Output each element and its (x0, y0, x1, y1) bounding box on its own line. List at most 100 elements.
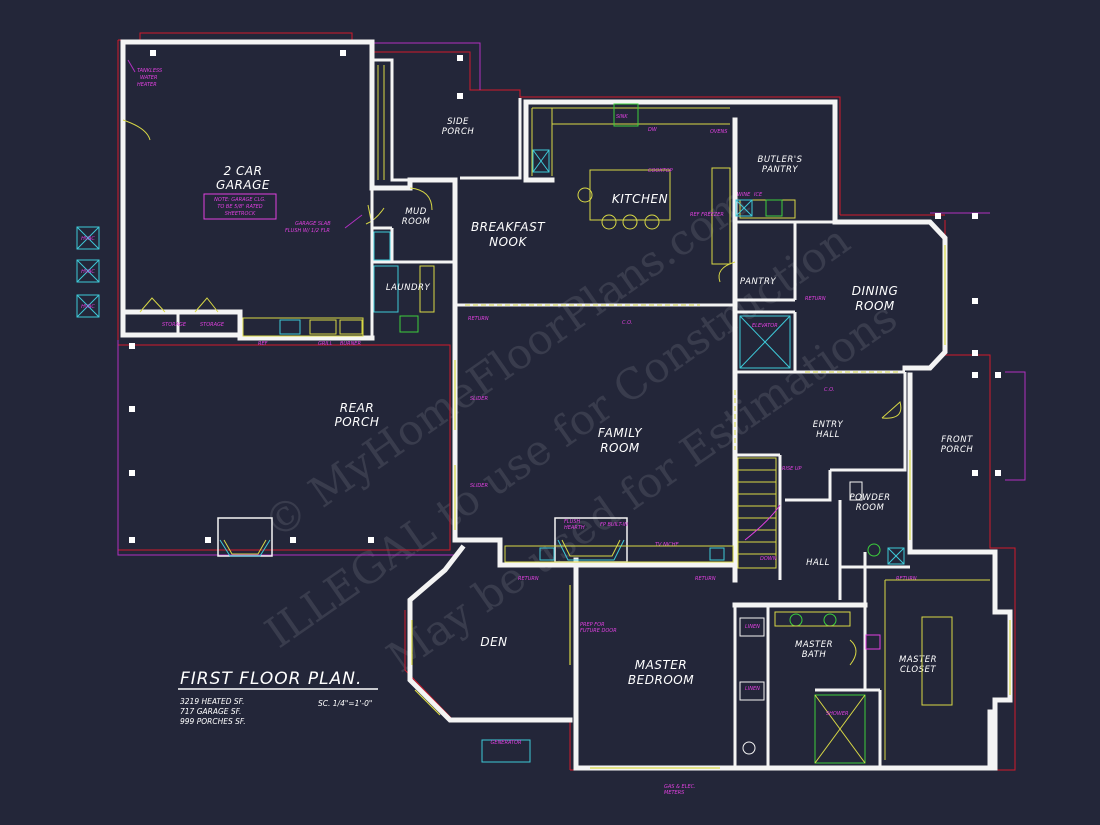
plan-scale: SC. 1/4"=1'-0" (318, 699, 372, 708)
return-note-3: RETURN (695, 576, 716, 582)
grill-label: GRILL (318, 341, 333, 347)
fp-note: FP BUILT-IN (600, 522, 628, 528)
return-note-4: RETURN (805, 296, 826, 302)
ref-label: REF (258, 341, 268, 347)
flush-hearth-note-2: HEARTH (564, 525, 585, 531)
garage (120, 39, 385, 341)
staircase (737, 457, 781, 569)
slider-note-2: SLIDER (470, 483, 488, 489)
return-grille-2 (709, 547, 725, 561)
cooktop-label: COOKTOP (648, 168, 673, 174)
powder-room-label-1: POWDER (849, 493, 890, 503)
garage-note-line-1: NOTE: GARAGE CLG. (214, 197, 266, 203)
ice-label: ICE (754, 192, 763, 198)
return-note-2: RETURN (518, 576, 539, 582)
burner-label: BURNER (340, 341, 361, 347)
kitchen-counters (531, 103, 796, 265)
water-heater-note-2: WATER (140, 75, 157, 81)
garage-sf: 717 GARAGE SF. (180, 707, 241, 716)
mud-room-label-1: MUD (405, 207, 427, 217)
hvac-label-3: HVAC (81, 304, 95, 310)
front-porch (935, 213, 1001, 476)
storage-label-1: STORAGE (162, 322, 187, 328)
linen-label-1: LINEN (745, 624, 760, 630)
den-label: DEN (480, 635, 507, 649)
hall-label: HALL (806, 558, 830, 568)
side-porch-label-1: SIDE (447, 117, 469, 127)
dw-label: DW (648, 127, 658, 133)
elevator (739, 315, 791, 369)
shower-stall (814, 694, 866, 764)
gas-meter-note-2: METERS (664, 790, 685, 796)
powder-hvac (887, 547, 905, 565)
return-grille (539, 547, 555, 561)
garage-note-line-2: TO BE 5/8" RATED (217, 204, 262, 210)
breakfast-label-2: NOOK (489, 235, 527, 249)
breakfast-label-1: BREAKFAST (471, 220, 546, 234)
gas-meter-note-1: GAS & ELEC. (664, 784, 696, 790)
rear-porch-label-1: REAR (340, 401, 374, 415)
master-bath-label-2: BATH (802, 650, 827, 660)
garage-note-box (203, 193, 277, 220)
front-porch-label-2: PORCH (941, 445, 974, 455)
master-closet-label-2: CLOSET (900, 665, 936, 675)
dining-label-2: ROOM (855, 299, 895, 313)
pantry-label: PANTRY (740, 277, 776, 287)
hvac-label-1: HVAC (81, 236, 95, 242)
prep-door-note-1: PREP FOR (580, 622, 605, 628)
butlers-pantry-label-2: PANTRY (762, 165, 798, 175)
rear-porch-label-2: PORCH (335, 415, 380, 429)
return-note-1: RETURN (468, 316, 489, 322)
side-porch (372, 55, 522, 182)
co-note-1: C.O. (622, 320, 632, 326)
plan-title: FIRST FLOOR PLAN. (180, 669, 362, 689)
down-note: DOWN (760, 556, 777, 562)
dining-label-1: DINING (852, 284, 899, 298)
side-porch-label-2: PORCH (442, 127, 475, 137)
water-heater-note-1: TANKLESS (137, 68, 163, 74)
flush-hearth-note-1: FLUSH (564, 519, 580, 525)
garage-label-line-1: 2 CAR (224, 164, 263, 178)
co-note-2: C.O. (824, 387, 834, 393)
porches-sf: 999 PORCHES SF. (180, 717, 246, 726)
tv-niche-note: TV NICHE (655, 542, 680, 548)
wine-label: WINE (737, 192, 751, 198)
closet-island (921, 616, 953, 706)
kitchen-label: KITCHEN (612, 192, 668, 206)
master-bedroom-label-2: BEDROOM (628, 673, 694, 687)
return-note-5: RETURN (896, 576, 917, 582)
master-closet-label-1: MASTER (899, 655, 937, 665)
butlers-pantry-label-1: BUTLER'S (758, 155, 803, 165)
outdoor-kitchen (237, 317, 375, 341)
shower-label: SHOWER (826, 711, 848, 717)
garage-slab-note-2: FLUSH W/ 1/2 FLR (285, 228, 330, 234)
porch-outline (117, 42, 1026, 556)
generator-label: GENERATOR (491, 740, 522, 746)
family-room-label-2: ROOM (600, 441, 640, 455)
heated-sf: 3219 HEATED SF. (180, 697, 244, 706)
laundry-label: LAUNDRY (386, 283, 431, 293)
prep-door-note-2: FUTURE DOOR (580, 628, 617, 634)
master-bath-label-1: MASTER (795, 640, 833, 650)
sink-label: SINK (616, 114, 628, 120)
hvac-units (76, 226, 100, 318)
entry-hall-label-2: HALL (816, 430, 840, 440)
hvac-label-2: HVAC (81, 269, 95, 275)
garage-slab-note-1: GARAGE SLAB (295, 221, 331, 227)
water-heater-note-3: HEATER (137, 82, 157, 88)
mud-room-label-2: ROOM (402, 217, 431, 227)
mud-laundry (369, 177, 458, 341)
ref-freezer-label: REF FREEZER (690, 212, 724, 218)
garage-note-line-3: SHEETROCK (225, 211, 256, 217)
family-room-label-1: FAMILY (598, 426, 643, 440)
front-porch-label-1: FRONT (941, 435, 973, 445)
slider-note-1: SLIDER (470, 396, 488, 402)
garage-label-line-2: GARAGE (216, 178, 270, 192)
linen-label-2: LINEN (745, 686, 760, 692)
elevator-label: ELEVATOR (752, 323, 778, 329)
master-bedroom-label-1: MASTER (635, 658, 687, 672)
ovens-label: OVENS (710, 129, 728, 135)
builtin-cabinets (504, 545, 734, 563)
generator-pad (481, 739, 531, 763)
